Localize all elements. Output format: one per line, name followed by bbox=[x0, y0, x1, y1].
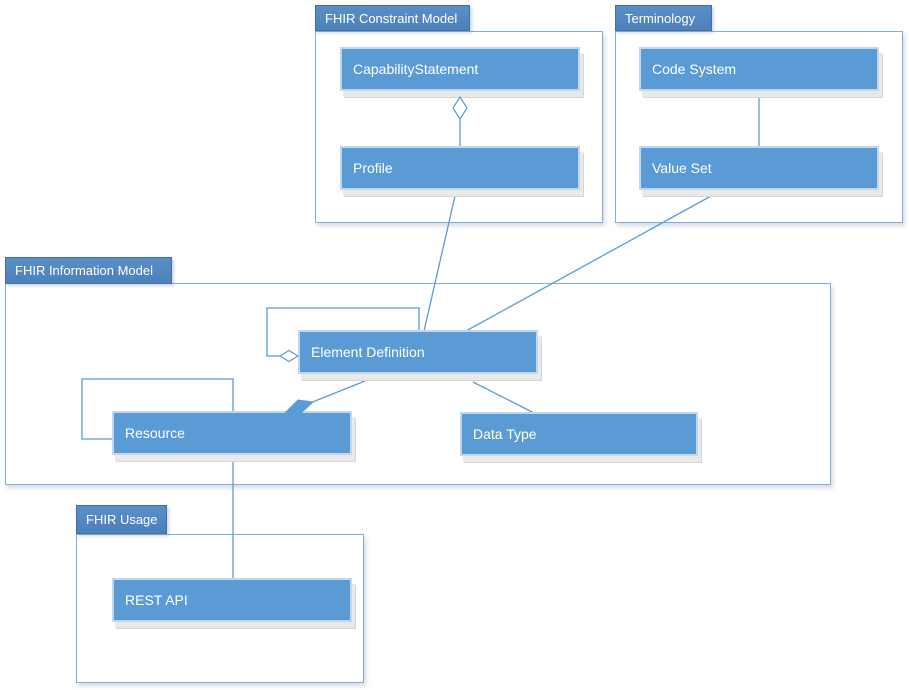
package-tab-fhir-usage: FHIR Usage bbox=[76, 505, 167, 534]
class-label-profile: Profile bbox=[353, 160, 393, 176]
class-box-profile: Profile bbox=[340, 146, 580, 190]
class-box-data-type: Data Type bbox=[460, 412, 698, 456]
package-label-fhir-usage: FHIR Usage bbox=[86, 512, 158, 527]
class-label-value-set: Value Set bbox=[652, 160, 712, 176]
class-box-rest-api: REST API bbox=[112, 578, 352, 622]
package-label-fhir-information-model: FHIR Information Model bbox=[15, 263, 153, 278]
package-tab-fhir-constraint-model: FHIR Constraint Model bbox=[315, 5, 470, 31]
package-label-terminology: Terminology bbox=[625, 10, 696, 26]
class-label-code-system: Code System bbox=[652, 61, 737, 77]
class-label-data-type: Data Type bbox=[473, 426, 537, 442]
class-box-code-system: Code System bbox=[639, 47, 879, 91]
class-label-rest-api: REST API bbox=[125, 592, 188, 608]
class-label-capability-statement: CapabilityStatement bbox=[353, 61, 479, 77]
class-box-value-set: Value Set bbox=[639, 146, 879, 190]
class-label-resource: Resource bbox=[125, 425, 185, 441]
class-label-element-definition: Element Definition bbox=[311, 344, 425, 360]
class-box-element-definition: Element Definition bbox=[298, 330, 538, 374]
package-tab-terminology: Terminology bbox=[615, 5, 712, 31]
package-label-fhir-constraint-model: FHIR Constraint Model bbox=[325, 10, 458, 26]
class-box-resource: Resource bbox=[112, 411, 352, 455]
class-box-capability-statement: CapabilityStatement bbox=[340, 47, 580, 91]
package-tab-fhir-information-model: FHIR Information Model bbox=[5, 257, 172, 284]
